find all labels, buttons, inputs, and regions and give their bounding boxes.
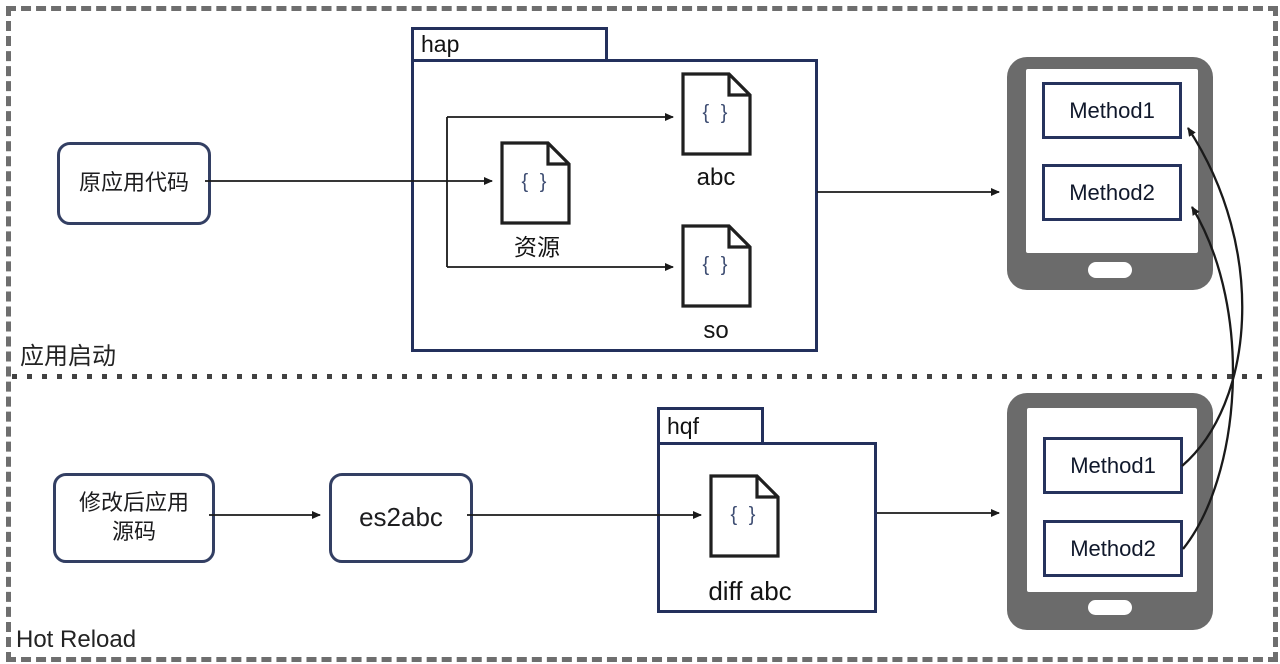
- modified-source-label: 修改后应用 源码: [79, 489, 189, 546]
- so-file-label: so: [703, 317, 729, 344]
- section-divider: [12, 374, 1268, 379]
- hot-reload-section-label: Hot Reload: [16, 626, 137, 653]
- original-app-code-box: 原应用代码: [57, 142, 211, 225]
- home-button-icon: [1088, 262, 1132, 278]
- original-app-code-label: 原应用代码: [78, 170, 189, 196]
- hap-folder-name: hap: [421, 31, 460, 57]
- document-outline-icon: [709, 474, 780, 558]
- es2abc-label: es2abc: [359, 502, 443, 533]
- home-button-icon: [1088, 600, 1132, 615]
- abc-file-icon: { }: [681, 72, 752, 156]
- abc-file-label: abc: [696, 164, 736, 191]
- resource-file-label: 资源: [514, 234, 560, 260]
- outer-dashed-border: [6, 6, 1278, 662]
- app-launch-section-label: 应用启动: [20, 343, 116, 370]
- method2-label: Method2: [1070, 535, 1156, 561]
- braces-glyph: { }: [730, 504, 759, 527]
- modified-source-box: 修改后应用 源码: [53, 473, 215, 563]
- method1-label: Method1: [1070, 452, 1156, 478]
- hap-folder-tab: hap: [411, 27, 608, 62]
- resource-file-icon: { }: [500, 141, 571, 225]
- modified-source-line1: 修改后应用: [78, 490, 189, 516]
- diff-abc-file-label: diff abc: [708, 576, 792, 606]
- braces-glyph: { }: [521, 171, 550, 194]
- method1-box: Method1: [1042, 82, 1182, 139]
- method1-box: Method1: [1043, 437, 1183, 494]
- braces-glyph: { }: [702, 254, 731, 277]
- document-outline-icon: [681, 72, 752, 156]
- document-outline-icon: [500, 141, 571, 225]
- device-top: Method1 Method2: [1007, 57, 1213, 290]
- modified-source-line2: 源码: [111, 519, 156, 544]
- hqf-folder-tab: hqf: [657, 407, 764, 445]
- method2-box: Method2: [1043, 520, 1183, 577]
- hap-folder-body: [411, 59, 818, 352]
- device-bottom: Method1 Method2: [1007, 393, 1213, 630]
- device-screen: Method1 Method2: [1027, 408, 1197, 592]
- document-outline-icon: [681, 224, 752, 308]
- diff-abc-file-icon: { }: [709, 474, 780, 558]
- es2abc-box: es2abc: [329, 473, 473, 563]
- hqf-folder-name: hqf: [667, 412, 699, 439]
- braces-glyph: { }: [702, 102, 731, 125]
- method1-label: Method1: [1069, 97, 1155, 123]
- method2-label: Method2: [1069, 179, 1155, 205]
- method2-box: Method2: [1042, 164, 1182, 221]
- device-screen: Method1 Method2: [1026, 69, 1198, 253]
- so-file-icon: { }: [681, 224, 752, 308]
